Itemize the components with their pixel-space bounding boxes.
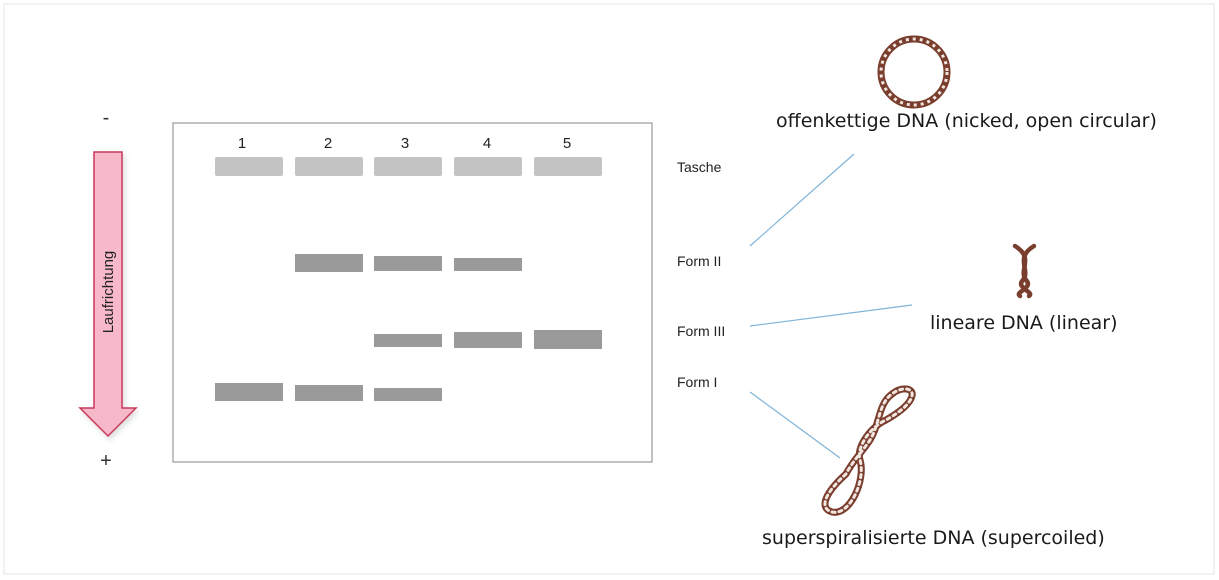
minus-sign: - [103, 107, 110, 129]
lane-number: 3 [401, 135, 409, 152]
run-direction-label: Laufrichtung [100, 251, 117, 334]
bands [215, 254, 602, 401]
band-form2 [454, 258, 522, 271]
well [295, 157, 363, 176]
lane-number: 5 [563, 135, 571, 152]
well [454, 157, 522, 176]
band-form3 [374, 334, 442, 347]
connector-supercoiled [749, 391, 841, 459]
gel-box [172, 122, 653, 463]
lane-numbers: 1 2 3 4 5 [238, 135, 571, 152]
connector-linear [749, 304, 913, 327]
band-form3 [534, 330, 602, 349]
lane-number: 4 [483, 135, 491, 152]
open-circular-dna-icon [877, 35, 951, 109]
label-linear-dna: lineare DNA (linear) [930, 312, 1118, 334]
run-direction-arrow [78, 151, 138, 438]
plus-sign: + [100, 450, 112, 472]
well [374, 157, 442, 176]
band-form1 [215, 383, 283, 401]
band-form3 [454, 332, 522, 348]
band-form1 [295, 385, 363, 401]
lane-number: 1 [238, 135, 246, 152]
supercoiled-dna-icon [821, 385, 916, 516]
label-form2: Form II [677, 253, 721, 269]
band-form2 [295, 254, 363, 272]
band-form1 [374, 388, 442, 401]
label-form3: Form III [677, 323, 725, 339]
well [534, 157, 602, 176]
band-form2 [374, 256, 442, 271]
well [215, 157, 283, 176]
label-form1: Form I [677, 374, 717, 390]
wells [215, 157, 602, 176]
connector-open-circular [749, 153, 855, 247]
connectors [749, 153, 913, 459]
label-open-circular-dna: offenkettige DNA (nicked, open circular) [776, 110, 1157, 132]
lane-number: 2 [324, 135, 332, 152]
label-supercoiled-dna: superspiralisierte DNA (supercoiled) [762, 527, 1105, 549]
linear-dna-icon [1012, 243, 1037, 299]
label-tasche: Tasche [677, 159, 722, 175]
